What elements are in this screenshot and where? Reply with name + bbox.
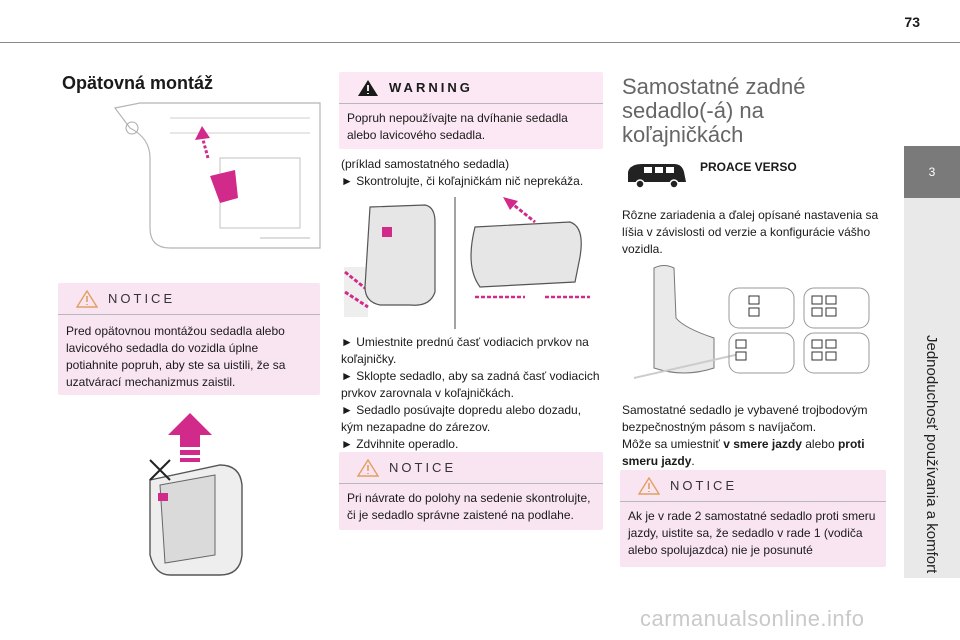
van-icon xyxy=(624,160,688,190)
illustration-seat-layouts xyxy=(624,258,874,398)
notice-label: NOTICE xyxy=(670,478,738,493)
section-heading-rear-seats: Samostatné zadné sedadlo(-á) na koľajnič… xyxy=(622,74,806,147)
chapter-tab[interactable]: 3 xyxy=(904,146,960,198)
intro-text: Rôzne zariadenia a ďalej opísané nastave… xyxy=(622,208,879,256)
warning-box: WARNING Popruh nepoužívajte na dvíhanie … xyxy=(339,72,603,149)
warning-triangle-icon xyxy=(357,459,379,477)
notice-box-left: NOTICE Pred opätovnou montážou sedadla a… xyxy=(58,283,320,395)
notice-box-right: NOTICE Ak je v rade 2 samostatné sedadlo… xyxy=(620,470,886,567)
steps-list: ► Umiestnite prednú časť vodiacich prvko… xyxy=(341,334,605,453)
illustration-seat-lift xyxy=(130,405,250,580)
warning-text: Popruh nepoužívajte na dvíhanie sedadla … xyxy=(347,111,568,142)
seatbelt-text: Samostatné sedadlo je vybavené trojbodov… xyxy=(622,402,888,470)
watermark: carmanualsonline.info xyxy=(640,606,865,631)
notice-label: NOTICE xyxy=(108,291,176,306)
section-heading-reinstall: Opätovná montáž xyxy=(62,73,214,93)
warning-label: WARNING xyxy=(389,80,473,95)
step-3: ► Sedadlo posúvajte dopredu alebo dozadu… xyxy=(341,403,582,434)
para-2: Môže sa umiestniť v smere jazdy alebo pr… xyxy=(622,437,865,468)
warning-triangle-icon xyxy=(638,477,660,495)
illustration-seat-on-rails xyxy=(340,197,602,329)
danger-triangle-icon xyxy=(358,80,378,96)
notice-header: NOTICE xyxy=(620,470,886,502)
notice-label: NOTICE xyxy=(389,460,457,475)
check-step: ► Skontrolujte, či koľajničkám nič nepre… xyxy=(341,174,584,188)
step-4: ► Zdvihnite operadlo. xyxy=(341,437,459,451)
chapter-sidebar xyxy=(904,198,960,578)
header-rule xyxy=(0,42,960,43)
notice-text: Pred opätovnou montážou sedadla alebo la… xyxy=(66,324,286,389)
notice-header: NOTICE xyxy=(58,283,320,315)
notice-text: Ak je v rade 2 samostatné sedadlo proti … xyxy=(628,509,876,557)
chapter-title: Jednoduchosť používania a komfort xyxy=(923,335,940,574)
page-number: 73 xyxy=(904,14,920,30)
example-caption: (príklad samostatného sedadla) xyxy=(341,157,510,171)
notice-box-middle: NOTICE Pri návrate do polohy na sedenie … xyxy=(339,452,603,530)
illustration-seat-rail-rear xyxy=(110,98,325,258)
step-1: ► Umiestnite prednú časť vodiacich prvko… xyxy=(341,335,589,366)
warning-triangle-icon xyxy=(76,290,98,308)
step-2: ► Sklopte sedadlo, aby sa zadná časť vod… xyxy=(341,369,600,400)
notice-header: NOTICE xyxy=(339,452,603,484)
notice-text: Pri návrate do polohy na sedenie skontro… xyxy=(347,491,591,522)
warning-header: WARNING xyxy=(339,72,603,104)
vehicle-label: PROACE VERSO xyxy=(700,160,797,174)
para-1: Samostatné sedadlo je vybavené trojbodov… xyxy=(622,403,868,434)
